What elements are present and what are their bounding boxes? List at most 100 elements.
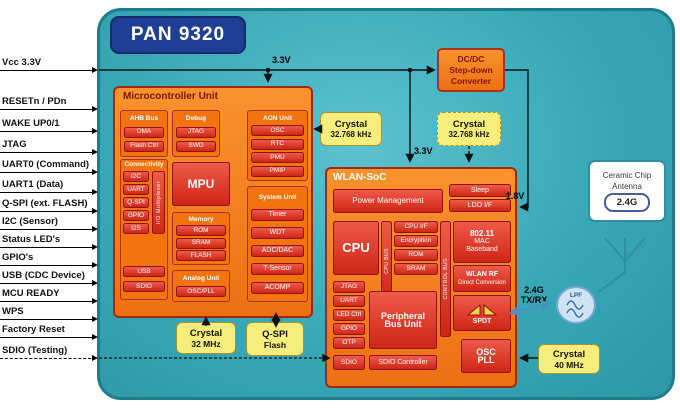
pin-status-leds: Status LED's	[0, 234, 99, 250]
wire-arrow-icon	[0, 243, 98, 250]
pin-label: Status LED's	[2, 234, 61, 245]
block-sdio-controller: SDIO Controller	[369, 355, 437, 370]
pin-wakeup: WAKE UP0/1	[0, 118, 99, 134]
pin-label: I2C (Sensor)	[2, 216, 58, 227]
qspi-flash-part: Q-SPI Flash	[246, 322, 304, 356]
wire-arrow-icon	[0, 225, 98, 232]
qspi-flash-line-1: Q-SPI	[262, 328, 288, 340]
mac-line-1: 802.11	[469, 229, 495, 238]
block-flash-ctrl: Flash Ctrl	[124, 140, 164, 152]
crystal-value: 40 MHz	[554, 359, 584, 370]
block-power-management: Power Management	[333, 189, 443, 213]
wire-arrow-icon	[0, 279, 98, 286]
block-i2s: I2S	[123, 223, 149, 234]
pin-label: WAKE UP0/1	[2, 118, 60, 129]
mcu-debug-title: Debug	[185, 115, 207, 123]
mcu-ahb-group: AHB Bus DMA Flash Ctrl	[120, 110, 168, 157]
mcu-memory-group: Memory ROM SRAM FLASH	[172, 212, 230, 265]
rf-line-1: WLAN RF	[465, 270, 499, 278]
crystal-label: Crystal	[452, 118, 486, 130]
block-i2c: I2C	[123, 171, 149, 182]
wire-arrow-icon	[0, 127, 98, 134]
block-uart: UART	[123, 184, 149, 195]
block-dma: DMA	[124, 126, 164, 138]
pin-resetn: RESETn / PDn	[0, 96, 99, 112]
wlan-soc-block: WLAN-SoC Power Management Sleep LDO I/F …	[325, 167, 517, 388]
pin-wps: WPS	[0, 306, 99, 322]
block-rom: ROM	[176, 225, 226, 237]
block-ldo-if: LDO I/F	[449, 199, 511, 212]
net-3v3-mcu: 3.3V	[272, 55, 291, 65]
rf-line-2: Direct Conversion	[458, 279, 506, 286]
crystal-value: 32.768 kHz	[448, 129, 490, 139]
mcu-ahb-title: AHB Bus	[129, 115, 159, 123]
mcu-debug-group: Debug JTAG SWD	[172, 110, 220, 157]
pin-label: WPS	[2, 306, 24, 317]
pin-label: MCU READY	[2, 288, 60, 299]
wire-arrow-icon	[0, 66, 98, 73]
block-cpu-if: CPU I/F	[394, 221, 438, 233]
mcu-memory-title: Memory	[188, 215, 214, 223]
block-osc-pll: OSC/PLL	[176, 286, 226, 297]
block-gpio: GPIO	[123, 210, 149, 221]
block-sram: SRAM	[176, 237, 226, 249]
pin-vcc: Vcc 3.3V	[0, 57, 99, 73]
antenna-line-1: Ceramic Chip	[602, 170, 652, 180]
net-rf-txrx: 2.4G TX/RX	[512, 285, 556, 305]
mcu-block-title: Microcontroller Unit	[123, 91, 219, 102]
crystal-rtc-mcu: Crystal 32.768 kHz	[320, 112, 382, 146]
crystal-40mhz: Crystal 40 MHz	[538, 344, 600, 374]
block-control-bus: CONTROL BUS	[440, 221, 451, 337]
block-osc-pll-wlan: OSC PLL	[461, 339, 511, 373]
dcdc-converter-block: DC/DC Step-down Converter	[437, 48, 505, 92]
io-multiplexer-label: I/O Multiplexer	[155, 181, 162, 224]
block-wdt: WDT	[251, 226, 304, 239]
block-peripheral-bus-unit: Peripheral Bus Unit	[369, 291, 437, 349]
pin-label: UART1 (Data)	[2, 179, 64, 190]
spdt-label: SPDT	[472, 317, 492, 325]
block-wlan-rf: WLAN RF Direct Conversion	[453, 265, 511, 292]
pin-factory-reset: Factory Reset	[0, 324, 99, 340]
pin-label: GPIO's	[2, 252, 34, 263]
wire-arrow-icon	[0, 333, 98, 340]
mcu-connectivity-title: Connectivity	[124, 161, 164, 168]
block-io-multiplexer: I/O Multiplexer	[152, 171, 165, 234]
pin-qspi: Q-SPI (ext. FLASH)	[0, 198, 99, 214]
osc-pll-line-1: OSC	[476, 347, 496, 357]
lpf-label: LPF	[569, 291, 583, 299]
block-qspi: Q-SPI	[123, 197, 149, 208]
block-flash: FLASH	[176, 250, 226, 262]
crystal-value: 32.768 kHz	[330, 129, 372, 139]
pin-label: Q-SPI (ext. FLASH)	[2, 198, 88, 209]
block-cpu: CPU	[333, 221, 379, 275]
pin-label: RESETn / PDn	[2, 96, 67, 107]
block-usb: USB	[123, 266, 165, 277]
block-t-sensor: T-Sensor	[251, 263, 304, 276]
block-rtc: RTC	[251, 138, 304, 150]
block-swd: SWD	[176, 140, 216, 152]
crystal-32mhz: Crystal 32 MHz	[176, 322, 236, 354]
wave-icon	[566, 299, 584, 318]
wire-arrow-icon	[0, 168, 98, 175]
pin-sdio-testing: SDIO (Testing)	[0, 345, 99, 361]
pin-label: JTAG	[2, 139, 27, 150]
mcu-aon-title: AON Unit	[263, 114, 292, 122]
pin-uart1: UART1 (Data)	[0, 179, 99, 195]
mcu-aon-group: AON Unit OSC RTC PMU PMIP	[247, 110, 308, 181]
pin-uart0: UART0 (Command)	[0, 159, 99, 175]
block-wlan-gpio: GPIO	[333, 323, 365, 335]
block-otp: OTP	[333, 337, 365, 349]
block-led-ctrl: LED Ctrl	[333, 309, 365, 321]
pin-i2c: I2C (Sensor)	[0, 216, 99, 232]
block-timer: Timer	[251, 208, 304, 221]
mcu-connectivity-group: Connectivity I2C UART Q-SPI GPIO I2S I/O…	[120, 159, 168, 300]
block-wlan-uart: UART	[333, 295, 365, 307]
osc-pll-line-2: PLL	[477, 355, 495, 365]
module-title: PAN 9320	[110, 16, 246, 54]
lpf-filter: LPF	[556, 286, 596, 324]
mcu-system-title: System Unit	[258, 194, 297, 202]
block-wlan-sram: SRAM	[394, 263, 438, 275]
pin-label: Vcc 3.3V	[2, 57, 42, 68]
mcu-system-group: System Unit Timer WDT ADC/DAC T-Sensor A…	[247, 186, 308, 302]
